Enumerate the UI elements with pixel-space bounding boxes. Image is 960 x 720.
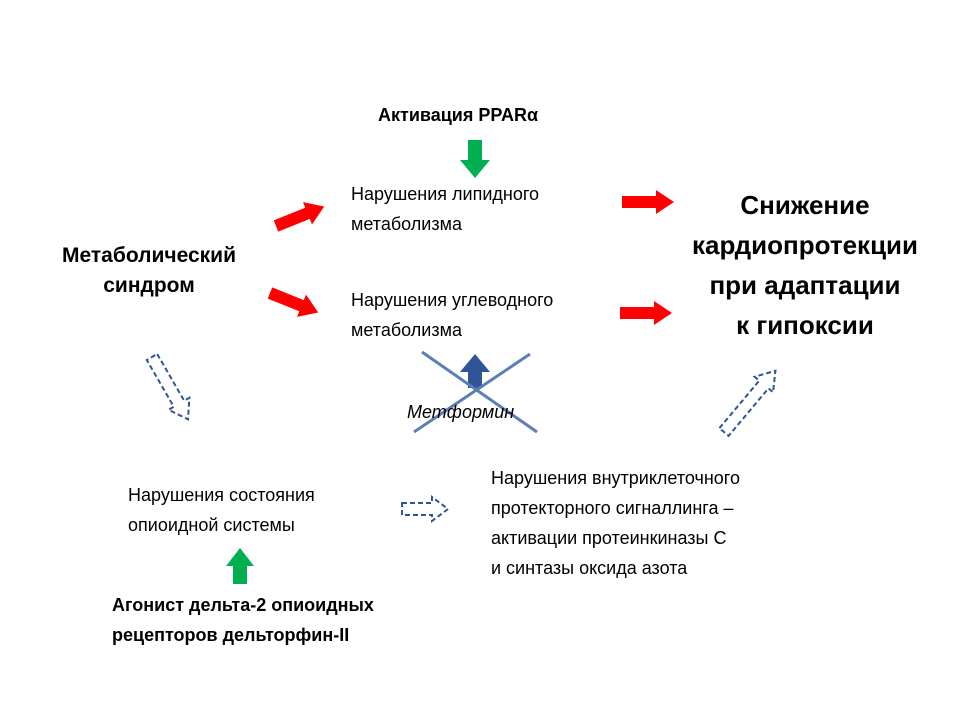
result-line: Снижение [740,190,870,220]
result-line: при адаптации [709,270,901,300]
carb-disorder-label: Нарушения углеводного метаболизма [351,285,553,345]
dashed-arrow-to-signaling-icon [401,495,450,523]
dashed-arrow-to-result-icon [717,369,777,438]
agonist-line: Агонист дельта-2 опиоидных [112,595,374,615]
signaling-disorder-line: и синтазы оксида азота [491,558,688,578]
ppar-activation-label: Активация PPARα [378,105,539,125]
blue-arrow-up-icon [460,354,490,388]
red-arrow-carb-result-icon [620,301,672,325]
result-line: к гипоксии [736,310,874,340]
signaling-disorder-line: активации протеинкиназы С [491,528,727,548]
green-arrow-down-icon [460,140,490,178]
carb-disorder-line: метаболизма [351,320,462,340]
agonist-line: рецепторов дельторфин-II [112,625,350,645]
red-arrow-to-carb-icon [265,281,323,324]
lipid-disorder-line: Нарушения липидного [351,184,540,204]
opioid-disorder-line: опиоидной системы [128,515,295,535]
signaling-disorder-line: протекторного сигналлинга – [491,498,734,518]
metformin-label: Метформин [407,402,515,422]
opioid-disorder-label: Нарушения состояния опиоидной системы [128,480,315,540]
result-line: кардиопротекции [691,230,919,260]
cross-out-icon [413,350,538,434]
agonist-label: Агонист дельта-2 опиоидных рецепторов де… [112,590,374,650]
red-arrow-to-lipid-icon [271,195,329,238]
metabolic-syndrome-label: Метаболический синдром [40,241,258,301]
lipid-disorder-label: Нарушения липидного метаболизма [351,179,539,239]
signaling-disorder-label: Нарушения внутриклеточного протекторного… [491,463,740,583]
opioid-disorder-line: Нарушения состояния [128,485,315,505]
green-arrow-up-icon [226,548,254,584]
metabolic-syndrome-line: синдром [103,274,195,297]
metabolic-syndrome-line: Метаболический [62,244,236,267]
lipid-disorder-line: метаболизма [351,214,462,234]
dashed-arrow-to-opioid-icon [145,352,191,421]
signaling-disorder-line: Нарушения внутриклеточного [491,468,740,488]
red-arrow-lipid-result-icon [622,190,674,214]
result-label: Снижение кардиопротекции при адаптации к… [675,185,935,345]
carb-disorder-line: Нарушения углеводного [351,290,554,310]
